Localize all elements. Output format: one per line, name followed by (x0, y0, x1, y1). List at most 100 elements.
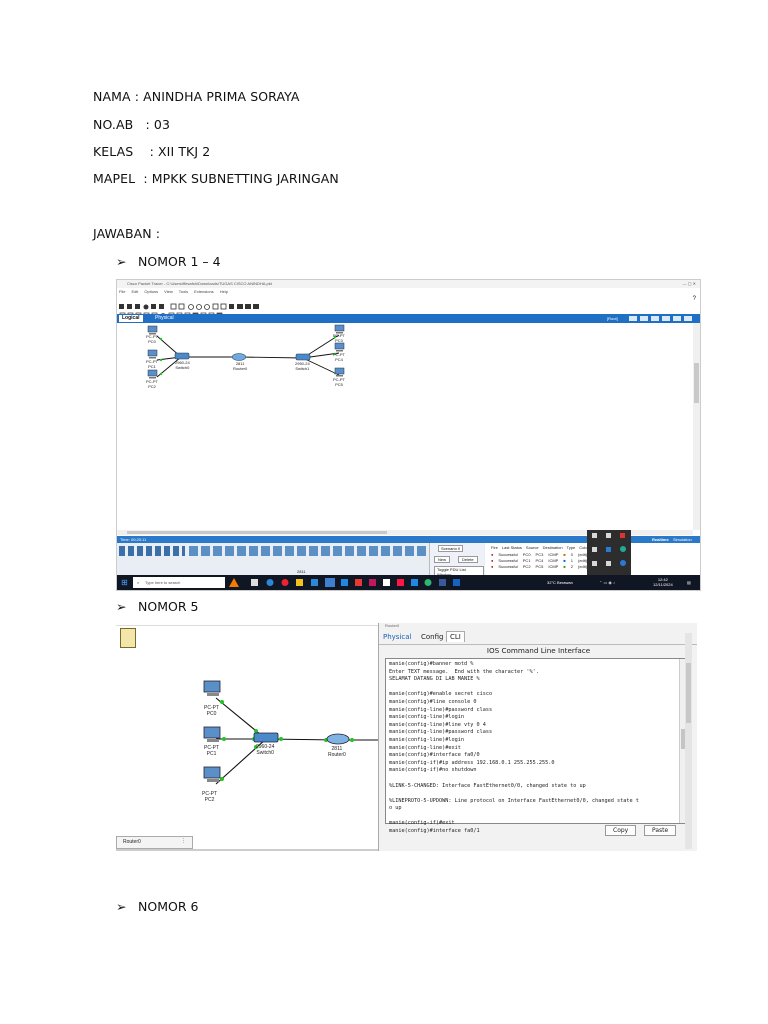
window-controls-icon[interactable]: — ▢ ✕ (682, 281, 696, 286)
realtime-tab[interactable]: Realtime (652, 537, 669, 542)
router-icon (326, 733, 350, 745)
section-nomor-6: ➢NOMOR 6 (116, 899, 198, 914)
arrow-bullet-icon: ➢ (116, 254, 127, 269)
cli-line (389, 813, 675, 821)
weather-label[interactable]: 32°C Berawan (547, 580, 573, 585)
section-label: NOMOR 5 (138, 599, 199, 614)
cli-scrollbar[interactable] (679, 659, 686, 823)
window-title: Cisco Packet Tracer - C:\Users\ffirsafsh… (127, 281, 272, 286)
toolbar-icons[interactable] (119, 303, 319, 311)
notification-icon[interactable]: ▤ (687, 580, 691, 585)
student-class: KELAS : XII TKJ 2 (93, 144, 211, 159)
scrollbar-thumb[interactable] (127, 531, 387, 534)
delete-button[interactable]: Delete (458, 556, 478, 563)
menu-view[interactable]: View (164, 289, 173, 294)
menu-help[interactable]: Help (219, 289, 228, 294)
tab-config[interactable]: Config (421, 633, 444, 641)
main-toolbar: ? (119, 296, 698, 310)
fire-icon: ● (491, 564, 494, 569)
menu-extensions[interactable]: Extensions (194, 289, 214, 294)
pc-icon (147, 325, 158, 379)
tray-chevron-icon[interactable]: ⌃ ▭ ◉ ♪ (599, 580, 615, 585)
scrollbar-thumb[interactable] (681, 729, 685, 749)
cli-line: manie(config-if)#ip address 192.168.0.1 … (389, 759, 555, 766)
cli-line: manie(config)#enable secret cisco (389, 691, 493, 698)
cli-line: Enter TEXT message. End with the charact… (389, 668, 539, 675)
tab-physical[interactable]: Physical (383, 633, 412, 641)
tab-cli[interactable]: CLI (446, 631, 465, 642)
windows-taskbar: ⊞ ⌕ Type here to search 32°C Berawan ⌃ ▭… (117, 575, 700, 590)
tray-icons[interactable] (587, 530, 631, 575)
help-icon[interactable]: ? (692, 296, 696, 302)
cli-line: manie(config-line)#login (389, 736, 464, 743)
time-bar: Time: 00:20:11 Realtime Simulation (117, 536, 700, 543)
menu-bar: File Edit Options View Tools Extensions … (119, 289, 228, 295)
copy-button[interactable]: Copy (605, 825, 637, 836)
window-title: Router0 (385, 623, 400, 628)
status-device-name: Router0 (123, 839, 141, 845)
menu-edit[interactable]: Edit (131, 289, 139, 294)
horizontal-scrollbar[interactable] (117, 530, 693, 535)
logical-tab[interactable]: Logical (119, 315, 143, 322)
device-model-icons[interactable] (189, 546, 429, 556)
menu-tools[interactable]: Tools (178, 289, 189, 294)
taskbar-search[interactable]: ⌕ Type here to search (133, 577, 225, 588)
cli-line: manie(config-line)#password class (389, 706, 493, 713)
fire-icon: ● (491, 558, 494, 563)
note-icon[interactable] (120, 628, 136, 648)
scenario-select[interactable]: Scenario 0 (438, 545, 464, 552)
device-category-icons[interactable] (119, 546, 185, 556)
window-scrollbar[interactable] (685, 633, 692, 849)
cli-line (389, 775, 675, 783)
device-status-field[interactable]: Router0 ⋮ (116, 836, 193, 849)
cli-line: manie(config)#interface fa0/1 (389, 828, 480, 835)
vertical-scrollbar[interactable] (693, 323, 700, 530)
topology-diagram (147, 324, 345, 379)
cli-line: manie(config)#line console 0 (389, 698, 477, 705)
scrollbar-thumb[interactable] (686, 663, 691, 723)
scrollbar-thumb[interactable] (694, 363, 699, 403)
menu-file[interactable]: File (119, 289, 126, 294)
screenshot-packet-tracer: Cisco Packet Tracer - C:\Users\ffirsafsh… (116, 279, 701, 591)
color-swatch: ■ (563, 564, 566, 569)
physical-tab[interactable]: Physical (155, 315, 174, 321)
fire-icon: ● (491, 552, 494, 557)
root-label: [Root] (607, 316, 618, 321)
search-icon: ⌕ (137, 580, 140, 585)
status-dropdown-icon[interactable]: ⋮ (181, 838, 186, 844)
menu-options[interactable]: Options (144, 289, 159, 294)
simulation-tab[interactable]: Simulation (673, 537, 692, 542)
cli-line: manie(config-if)#exit (389, 820, 455, 827)
view-tools-icons[interactable] (629, 316, 695, 321)
pc-icon (334, 324, 345, 377)
new-button[interactable]: New (434, 556, 451, 563)
switch-icon (253, 732, 279, 743)
topology-diagram (203, 680, 378, 785)
windows-start-icon[interactable]: ⊞ (121, 578, 128, 587)
canvas-scrollbar[interactable] (116, 849, 378, 851)
cli-line: manie(config-line)#password class (389, 729, 493, 736)
router-icon (231, 353, 247, 361)
answer-label: JAWABAN : (93, 226, 161, 241)
scenario-panel: Scenario 0 New Delete Toggle PDU List Wi… (429, 543, 484, 578)
section-nomor-1-4: ➢ NOMOR 1 – 4 (116, 254, 221, 269)
taskbar-app-icons[interactable] (223, 575, 493, 590)
router-tabs: Physical Config CLI (379, 631, 697, 645)
device-caption: 2811 (297, 569, 306, 574)
arrow-bullet-icon: ➢ (116, 599, 127, 614)
cli-line: SELAMAT DATANG DI LAB MANIE % (389, 676, 480, 683)
section-nomor-5: ➢ NOMOR 5 (116, 599, 198, 614)
paste-button[interactable]: Paste (644, 825, 677, 836)
cli-console[interactable]: manie(config)#banner motd %Enter TEXT me… (385, 658, 687, 834)
section-label: NOMOR 1 – 4 (138, 254, 221, 269)
